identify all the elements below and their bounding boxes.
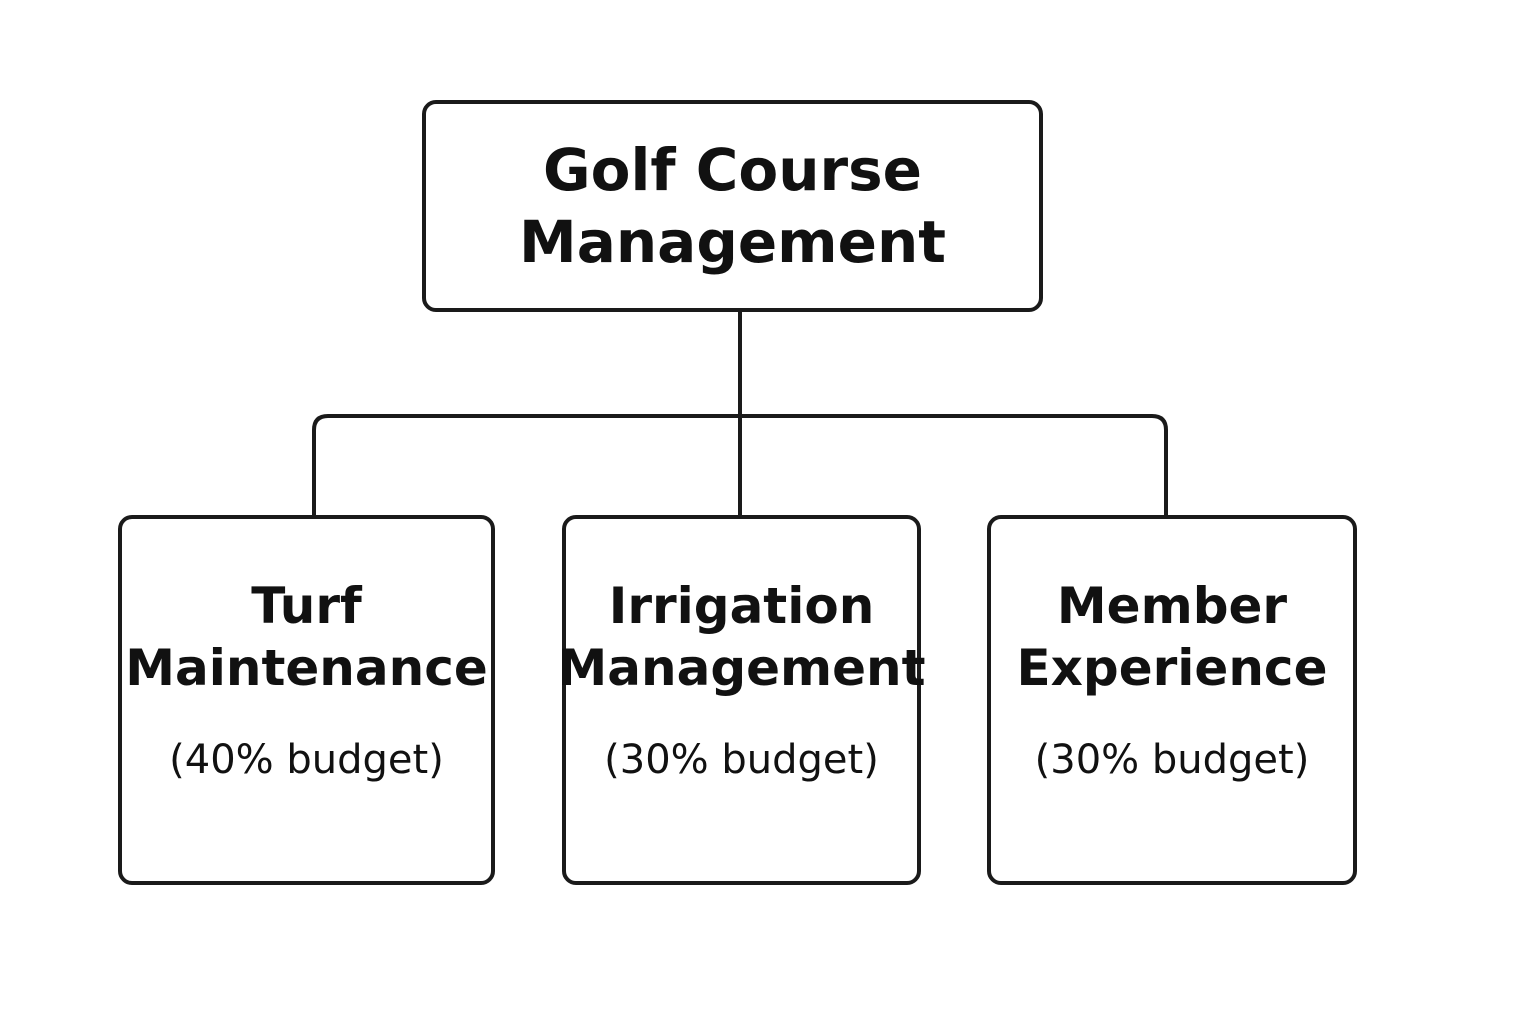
child-label-line-1: Member: [1056, 577, 1288, 635]
child-node-irrigation-management: Irrigation Management (30% budget): [557, 515, 926, 885]
child-budget: (40% budget): [169, 737, 444, 783]
root-title-line-1: Golf Course: [543, 136, 922, 204]
child-budget: (30% budget): [604, 737, 879, 783]
child-label-line-1: Turf: [251, 577, 362, 635]
child-node-member-experience: Member Experience (30% budget): [987, 515, 1357, 885]
root-node: Golf Course Management: [422, 100, 1043, 312]
root-title-line-2: Management: [519, 208, 946, 276]
child-label: Irrigation Management: [557, 575, 925, 699]
child-label: Member Experience: [1017, 575, 1328, 699]
child-label-line-2: Maintenance: [125, 639, 488, 697]
child-label-line-2: Management: [557, 639, 926, 697]
root-title: Golf Course Management: [519, 134, 946, 278]
child-budget: (30% budget): [1034, 737, 1310, 783]
child-label-line-1: Irrigation: [608, 577, 875, 635]
child-node-turf-maintenance: Turf Maintenance (40% budget): [118, 515, 495, 885]
child-label: Turf Maintenance: [125, 575, 488, 699]
child-label-line-2: Experience: [1016, 639, 1328, 697]
